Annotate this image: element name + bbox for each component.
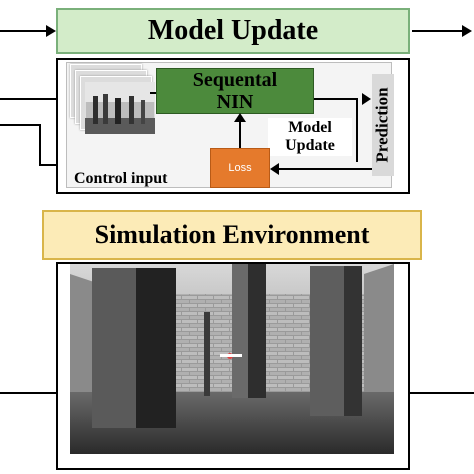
scene-wall-right <box>364 264 394 414</box>
loss-to-nin-vertical <box>239 118 241 148</box>
simulation-environment-title: Simulation Environment <box>42 210 422 260</box>
control-vertical-line <box>39 124 41 166</box>
loss-block: Loss <box>210 148 270 188</box>
frames-to-nin-line <box>150 92 156 94</box>
right-sim-line <box>410 392 474 394</box>
pillar-center-shadow <box>248 264 266 398</box>
prediction-arrowhead <box>362 93 371 105</box>
model-update-title: Model Update <box>56 8 410 54</box>
pillar-right-shadow <box>344 266 362 416</box>
prediction-to-loss-line <box>276 168 372 170</box>
input-frame-front <box>85 82 155 134</box>
right-output-arrowhead <box>462 25 472 37</box>
pillar-small <box>204 312 210 396</box>
pillar-left-shadow <box>136 268 176 428</box>
model-update-label: Model Update <box>268 118 352 156</box>
sequential-nin-block: Sequental NIN <box>156 68 314 114</box>
left-sim-line <box>0 392 56 394</box>
control-input-label: Control input <box>74 170 168 187</box>
drone-body <box>220 354 242 357</box>
left-input-line-frames <box>0 98 62 100</box>
loss-input-arrowhead <box>270 163 279 175</box>
pillar-center-lit <box>232 264 252 398</box>
loss-to-nin-arrowhead <box>234 113 246 122</box>
prediction-connector-vertical <box>356 98 358 162</box>
left-input-line-top <box>0 30 50 32</box>
nin-line1: Sequental <box>192 69 278 91</box>
model-update-label-line1: Model <box>288 119 332 136</box>
nin-line2: NIN <box>216 91 254 113</box>
simulation-scene <box>70 264 394 454</box>
nin-to-prediction-line <box>314 98 358 100</box>
right-output-line-top <box>412 30 464 32</box>
left-input-line-control <box>0 124 40 126</box>
pillar-right-lit <box>310 266 350 416</box>
prediction-label: Prediction <box>373 87 393 163</box>
prediction-block: Prediction <box>372 74 394 176</box>
left-input-arrowhead <box>46 25 56 37</box>
input-frames-stack <box>70 64 160 144</box>
model-update-label-line2: Update <box>285 137 335 154</box>
